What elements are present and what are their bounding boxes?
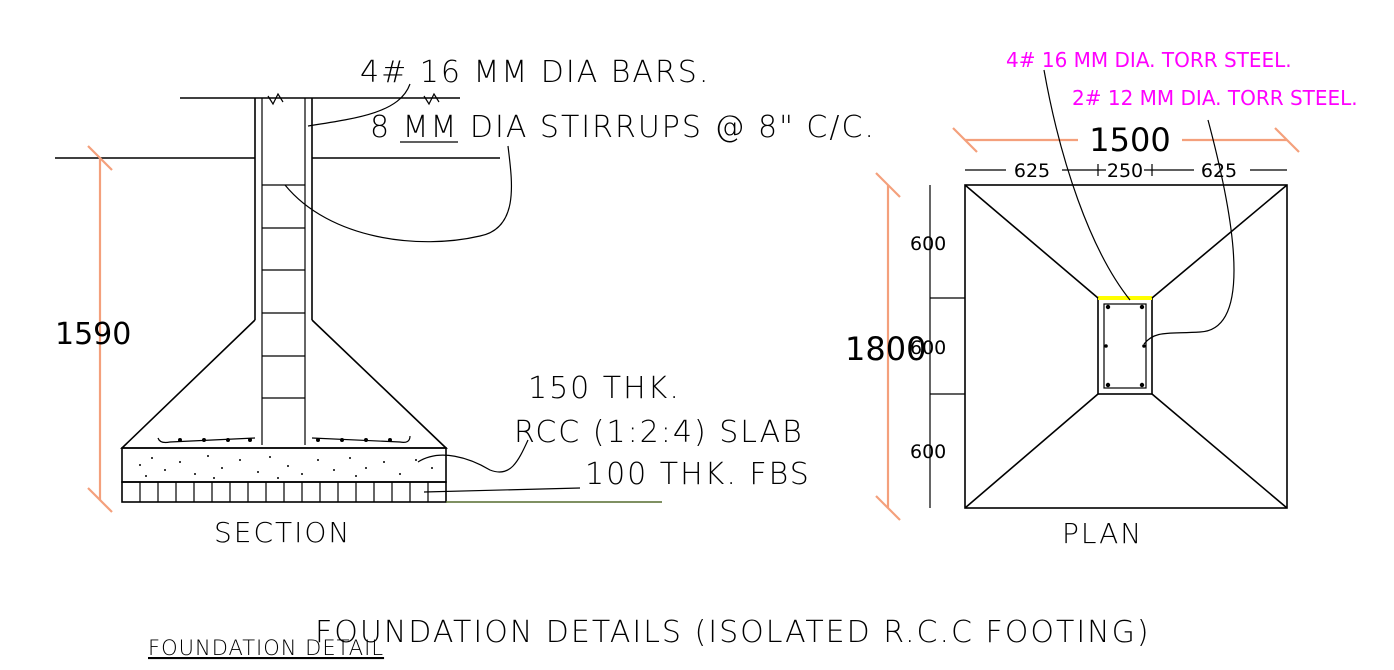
plan-width-label: 1500 bbox=[1089, 121, 1170, 159]
leader-steel-12 bbox=[1143, 119, 1235, 345]
plan-view: 1500 625 250 625 1800 600 600 600 bbox=[845, 48, 1358, 550]
plan-subwidth-right: 625 bbox=[1201, 160, 1237, 182]
brick-joints bbox=[139, 482, 429, 502]
slope-diagonals bbox=[964, 184, 1288, 509]
leader-bars bbox=[307, 83, 411, 127]
plan-label: PLAN bbox=[1062, 517, 1143, 550]
drawing-title: FOUNDATION DETAILS (ISOLATED R.C.C FOOTI… bbox=[315, 615, 1151, 650]
concrete-speckle bbox=[139, 455, 433, 479]
callout-stirrups: 8 MM DIA STIRRUPS @ 8" C/C. bbox=[370, 110, 876, 145]
break-mark-left bbox=[267, 92, 284, 106]
callout-steel-16: 4# 16 MM DIA. TORR STEEL. bbox=[1006, 48, 1292, 72]
callout-fbs: 100 THK. FBS bbox=[585, 457, 811, 492]
footing-outline bbox=[964, 184, 1288, 509]
leader-slab bbox=[417, 439, 529, 473]
plan-height-label: 1800 bbox=[845, 330, 926, 368]
stirrups bbox=[262, 184, 305, 399]
leader-fbs bbox=[423, 487, 581, 493]
section-height-dimension: 1590 bbox=[55, 145, 131, 513]
footing-slope bbox=[120, 319, 448, 449]
plan-subheight-mid: 600 bbox=[910, 337, 946, 359]
plan-subwidth-dimension: 625 250 625 bbox=[965, 158, 1287, 182]
bottom-bars bbox=[157, 435, 411, 444]
section-view: 1590 4# 16 MM DIA BARS. 8 MM DIA STIRRUP… bbox=[55, 55, 876, 549]
section-height-label: 1590 bbox=[55, 317, 131, 352]
plan-height-dimension: 1800 bbox=[845, 172, 926, 521]
plan-width-dimension: 1500 bbox=[952, 120, 1300, 159]
break-mark-right bbox=[423, 92, 440, 106]
plan-bars bbox=[1104, 304, 1146, 388]
callout-slab-line2: RCC (1:2:4) SLAB bbox=[514, 415, 804, 450]
callout-steel-12: 2# 12 MM DIA. TORR STEEL. bbox=[1072, 86, 1358, 110]
plan-subwidth-mid: 250 bbox=[1107, 160, 1143, 182]
section-label: SECTION bbox=[214, 516, 351, 549]
bar-dots bbox=[178, 438, 392, 442]
leader-steel-16 bbox=[1043, 69, 1131, 301]
plan-subheight-dimension: 600 600 600 bbox=[910, 185, 965, 508]
drawing-caption: FOUNDATION DETAIL bbox=[148, 636, 384, 660]
plan-subheight-top: 600 bbox=[910, 233, 946, 255]
column-tie bbox=[1103, 303, 1147, 389]
callout-slab-line1: 150 THK. bbox=[528, 371, 681, 406]
plan-subwidth-left: 625 bbox=[1014, 160, 1050, 182]
callout-bars: 4# 16 MM DIA BARS. bbox=[360, 55, 710, 90]
leader-stirrups bbox=[284, 145, 513, 243]
plan-subheight-bottom: 600 bbox=[910, 441, 946, 463]
rcc-slab bbox=[121, 447, 447, 483]
